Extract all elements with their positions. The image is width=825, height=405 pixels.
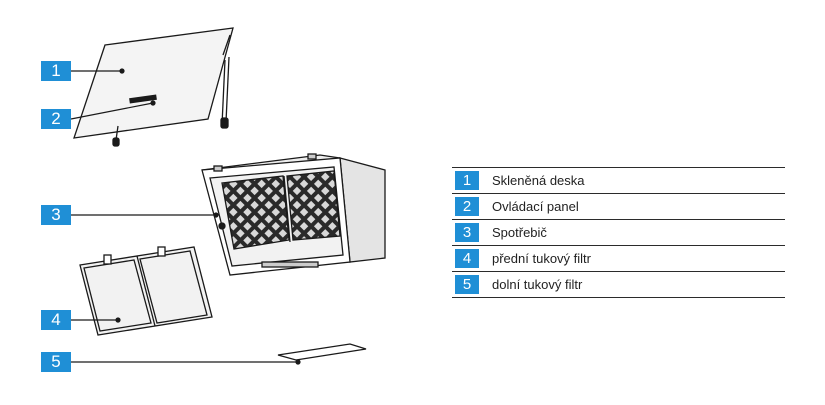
legend-number: 4 xyxy=(455,249,479,268)
callout-5: 5 xyxy=(41,352,71,372)
legend-label: přední tukový filtr xyxy=(484,245,785,272)
glass-panel-part xyxy=(73,27,234,147)
legend-label: dolní tukový filtr xyxy=(484,271,785,298)
callout-3: 3 xyxy=(41,205,71,225)
legend-label: Skleněná deska xyxy=(484,167,785,194)
legend-number: 5 xyxy=(455,275,479,294)
callout-2: 2 xyxy=(41,109,71,129)
legend-row: 1 Skleněná deska xyxy=(452,167,785,194)
front-filter-part xyxy=(79,246,213,336)
callout-4: 4 xyxy=(41,310,71,330)
leader-line-2 xyxy=(70,102,154,120)
legend-number: 2 xyxy=(455,197,479,216)
legend-label: Ovládací panel xyxy=(484,193,785,220)
legend-row: 5 dolní tukový filtr xyxy=(452,271,785,298)
callout-1: 1 xyxy=(41,61,71,81)
leader-lines xyxy=(70,68,301,365)
legend-row: 3 Spotřebič xyxy=(452,219,785,246)
legend-number: 1 xyxy=(455,171,479,190)
lower-filter-part xyxy=(277,343,367,361)
legend-row: 4 přední tukový filtr xyxy=(452,245,785,272)
legend-number: 3 xyxy=(455,223,479,242)
parts-legend: 1 Skleněná deska 2 Ovládací panel 3 Spot… xyxy=(452,167,785,298)
legend-label: Spotřebič xyxy=(484,219,785,246)
appliance-part xyxy=(201,153,386,276)
legend-row: 2 Ovládací panel xyxy=(452,193,785,220)
